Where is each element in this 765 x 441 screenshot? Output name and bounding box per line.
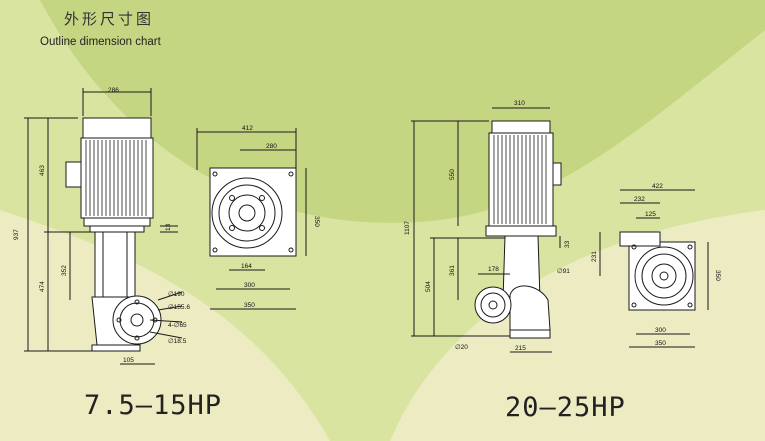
model-label-small: 7.5–15HP — [84, 390, 223, 421]
cream-band-left — [0, 210, 330, 441]
background-arc — [40, 0, 765, 223]
dim-a-lower-h: 352 — [61, 265, 68, 276]
dim-a-width: 286 — [108, 87, 119, 94]
dim-b-inlet-h: 361 — [449, 265, 456, 276]
dim-b-lower-h: 504 — [425, 281, 432, 292]
motor-a-fins — [85, 140, 147, 216]
dim-a-flange-holes: 4-∅65 — [168, 322, 187, 329]
page-title-cn: 外形尺寸图 — [64, 10, 155, 28]
dim-a-plan-depth: 350 — [313, 216, 320, 227]
dim-b-plan-inner: 232 — [634, 196, 645, 203]
dim-b-plan-depth-l: 231 — [591, 251, 598, 262]
dim-a-flange-d3: ∅18.5 — [168, 338, 187, 345]
motor-b-body — [488, 132, 554, 227]
pump-b-side-view — [411, 107, 562, 353]
motor-a-cap — [82, 117, 152, 139]
dim-b-foot-w: 215 — [515, 345, 526, 352]
dim-a-flange-d2: ∅155.6 — [168, 304, 190, 311]
base-plate-b — [485, 225, 557, 237]
model-label-large: 20–25HP — [505, 392, 626, 423]
page-title-en: Outline dimension chart — [40, 36, 161, 48]
column-a — [94, 231, 136, 298]
dim-a-plan-overall: 350 — [244, 302, 255, 309]
dim-a-col-h: 474 — [39, 281, 46, 292]
dim-b-plan-inner2: 125 — [645, 211, 656, 218]
dim-b-pipe-d: ∅20 — [455, 344, 468, 351]
dim-a-base-gap: 13 — [165, 223, 172, 231]
pump-a-side-view — [24, 88, 183, 365]
dim-a-foot-w: 105 — [123, 357, 134, 364]
dim-b-bolt-d: ∅91 — [557, 268, 570, 275]
dim-b-motor-h: 550 — [449, 169, 456, 180]
plan-a-base — [209, 167, 297, 257]
outlet-flange-b — [474, 286, 512, 324]
dim-a-plan-base: 300 — [244, 282, 255, 289]
dim-a-overall-h: 937 — [13, 229, 20, 240]
motor-a-body — [80, 137, 154, 219]
dim-b-plan-depth-r: 350 — [714, 270, 721, 281]
dim-a-flange-d1: ∅190 — [168, 291, 185, 298]
motor-b-fins — [493, 135, 547, 224]
dim-b-plan-base: 300 — [655, 327, 666, 334]
dim-b-base-gap: 33 — [564, 240, 571, 248]
dim-a-plan-top: 412 — [242, 125, 253, 132]
dim-b-plan-overall: 350 — [655, 340, 666, 347]
dim-a-motor-h: 463 — [39, 165, 46, 176]
pump-a-plan-view — [196, 128, 307, 310]
dim-b-width: 310 — [514, 100, 525, 107]
dim-b-plan-top: 422 — [652, 183, 663, 190]
dim-a-plan-slot: 164 — [241, 263, 252, 270]
dim-b-overall-h: 1107 — [404, 221, 411, 235]
plan-b-base — [628, 241, 696, 311]
pump-b-plan-view — [599, 189, 709, 348]
terminal-box-a — [65, 161, 82, 188]
dim-a-plan-inner: 280 — [266, 143, 277, 150]
dim-b-offset: 178 — [488, 266, 499, 273]
